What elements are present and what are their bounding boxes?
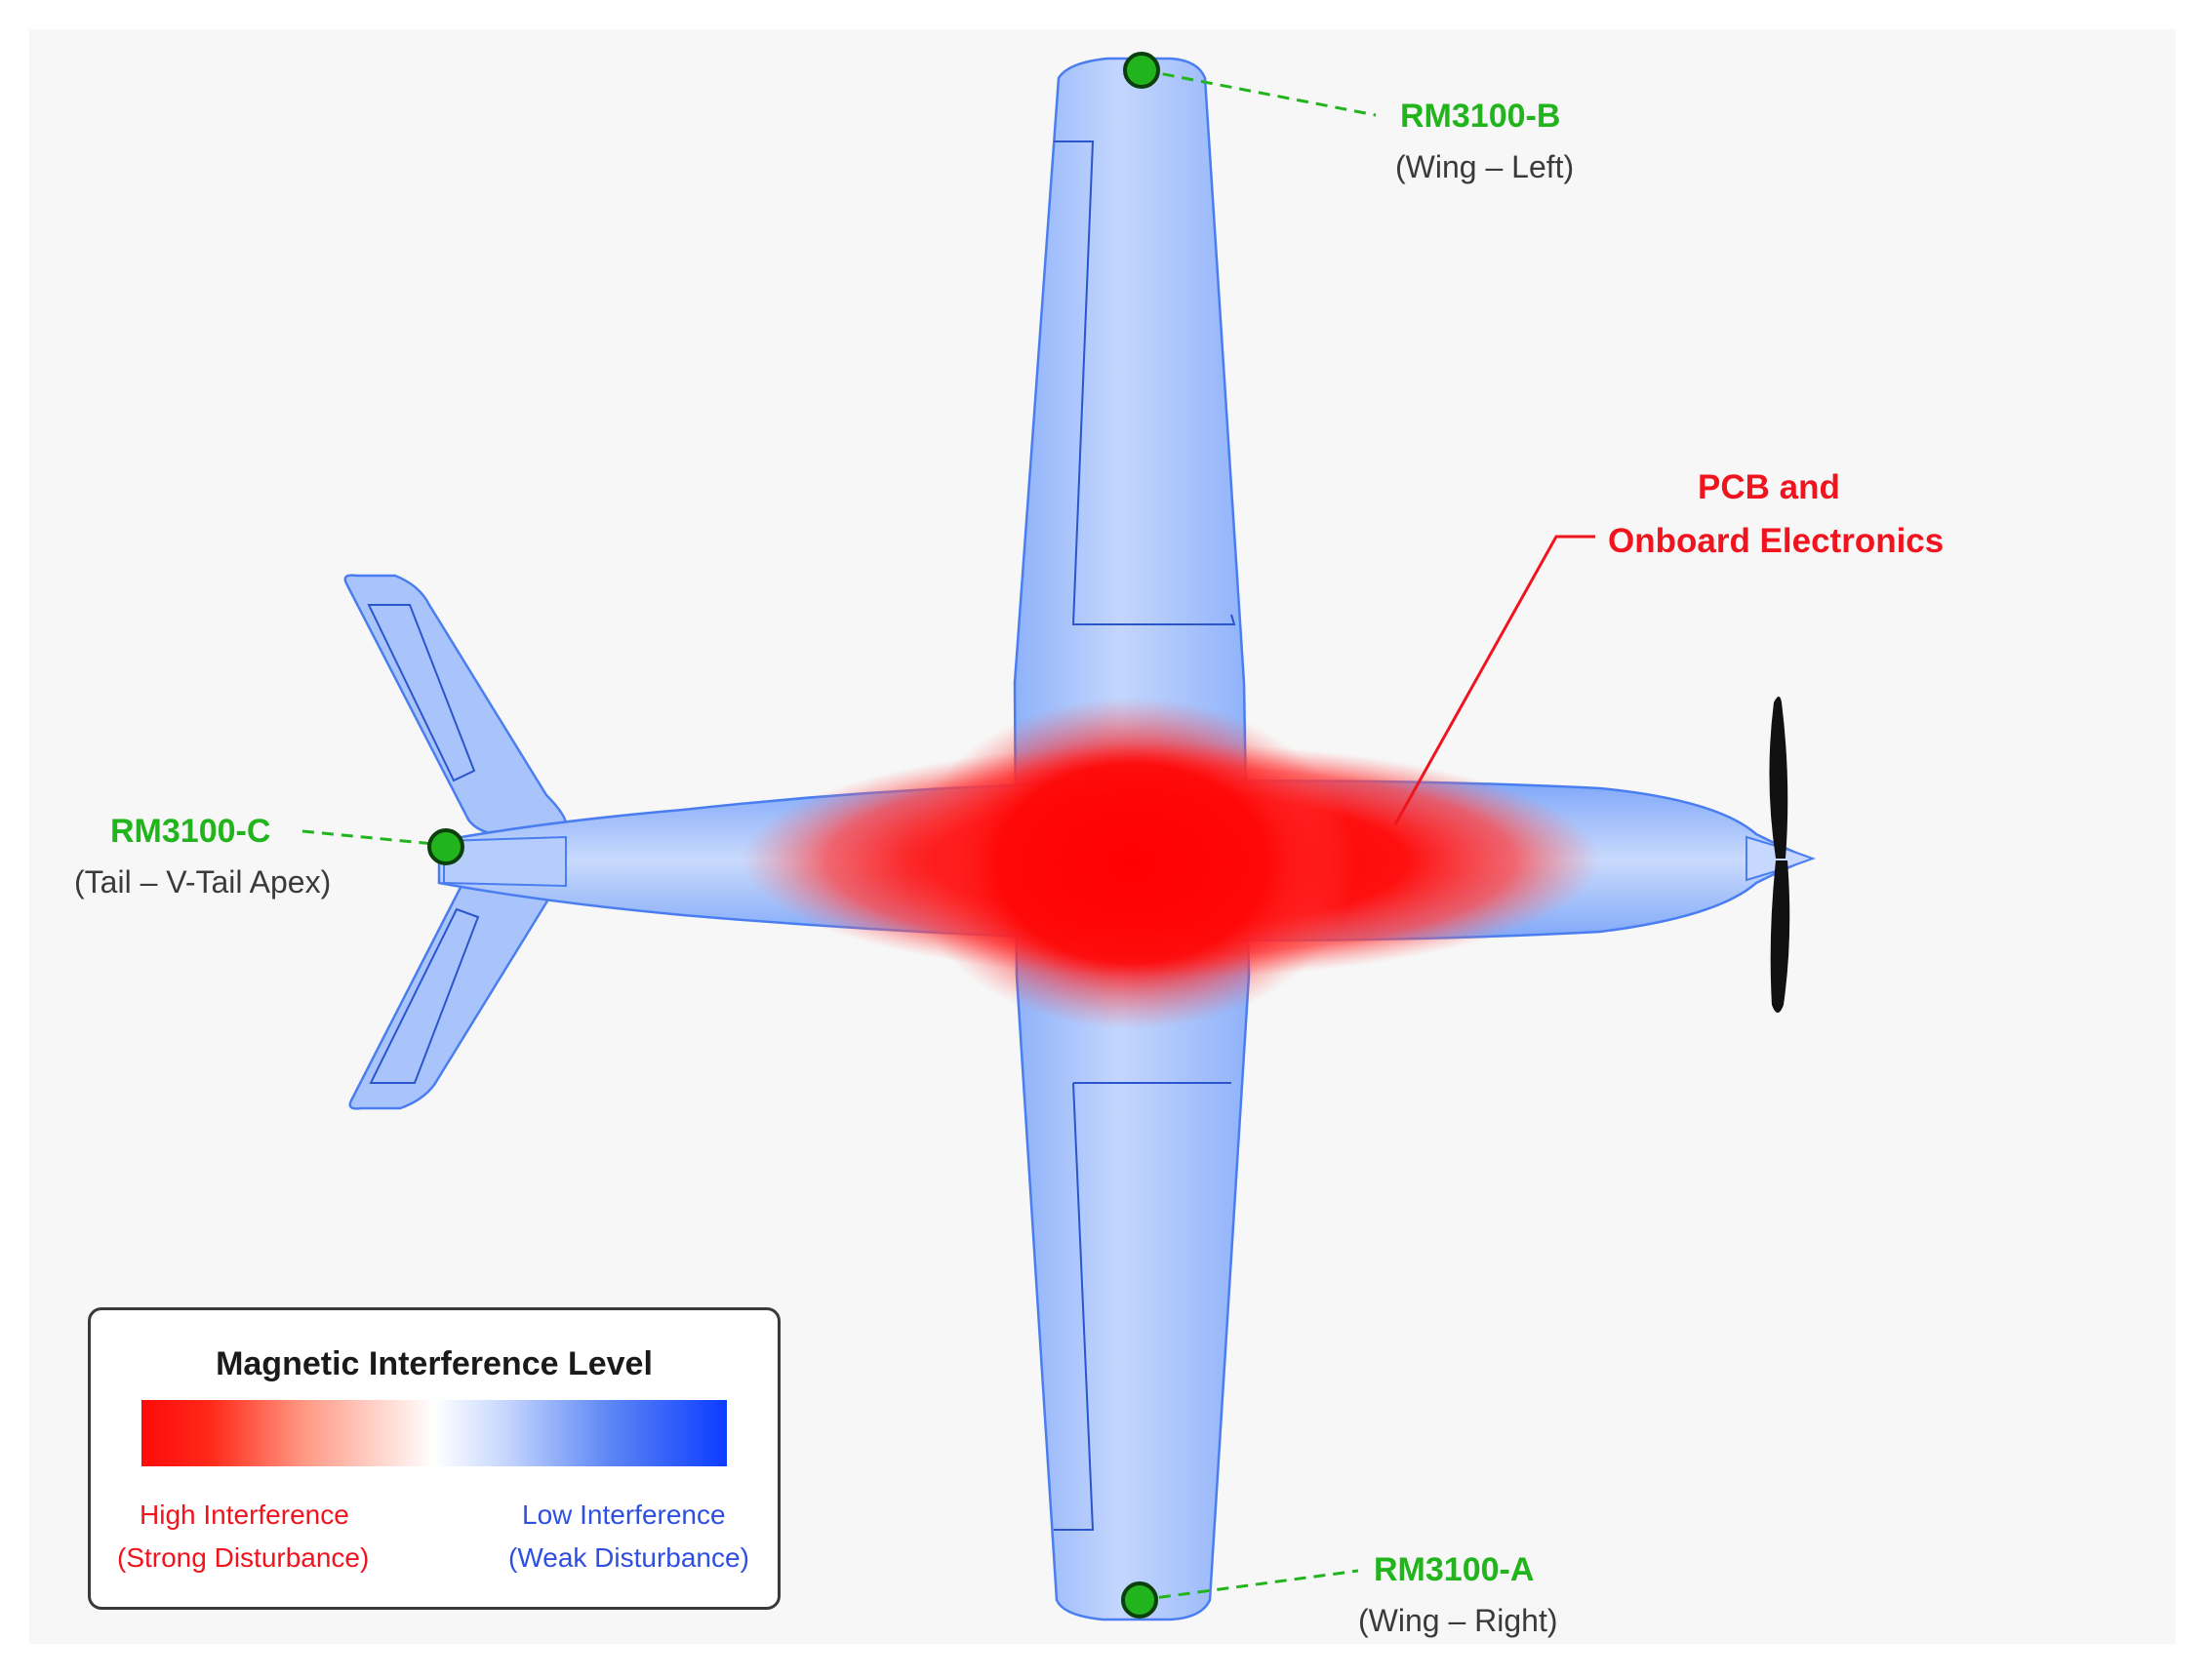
sensor-c-marker[interactable]	[427, 828, 464, 865]
sensor-b-marker[interactable]	[1123, 52, 1160, 89]
tail-lower-hinge	[369, 907, 480, 1084]
sensor-b-name: RM3100-B	[1400, 98, 1561, 135]
legend-low-label: Low Interference	[522, 1500, 726, 1530]
pcb-label-line1: PCB and	[1698, 468, 1840, 506]
pcb-label-line2: Onboard Electronics	[1608, 522, 1945, 560]
pcb-leader	[1393, 535, 1595, 825]
propeller-blade-bottom	[1770, 860, 1790, 1013]
legend-title: Magnetic Interference Level	[216, 1345, 653, 1382]
legend-color-scale	[141, 1400, 727, 1466]
sensor-c-leader	[301, 829, 445, 847]
sensor-b-leader	[1143, 68, 1377, 117]
interference-legend: Magnetic Interference Level High Interfe…	[88, 1307, 781, 1610]
legend-high-label: High Interference	[140, 1500, 349, 1530]
legend-high-sublabel: (Strong Disturbance)	[117, 1542, 370, 1573]
sensor-a-marker[interactable]	[1121, 1581, 1158, 1619]
tail-upper-hinge	[367, 604, 476, 782]
sensor-a-name: RM3100-A	[1374, 1551, 1535, 1588]
legend-low-sublabel: (Weak Disturbance)	[508, 1542, 749, 1573]
tail-upper-surface	[343, 574, 569, 837]
left-aileron	[1054, 140, 1236, 625]
right-aileron	[1054, 1082, 1231, 1531]
sensor-b-location: (Wing – Left)	[1395, 149, 1575, 184]
sensor-a-location: (Wing – Right)	[1358, 1603, 1558, 1638]
sensor-c-location: (Tail – V-Tail Apex)	[74, 864, 332, 900]
interference-core	[907, 698, 1356, 1029]
propeller-blade-top	[1769, 697, 1788, 859]
tail-boom	[443, 835, 567, 888]
sensor-c-name: RM3100-C	[110, 813, 271, 850]
sensor-a-leader	[1139, 1569, 1359, 1602]
